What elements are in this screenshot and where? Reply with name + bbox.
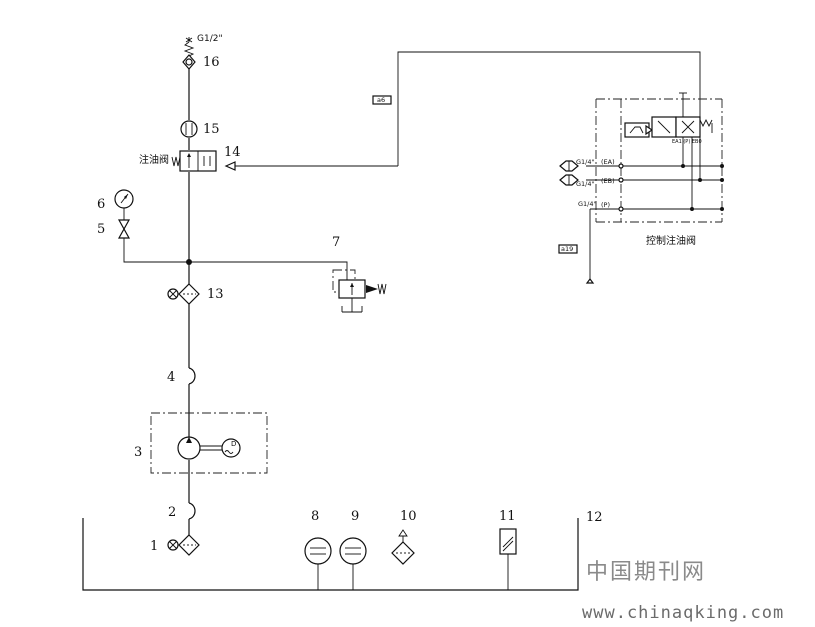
num-6: 6 [97, 197, 105, 212]
num-3: 3 [134, 445, 142, 460]
component-7-relief-valve [332, 269, 387, 313]
component-13-filter [167, 283, 200, 305]
component-9 [339, 537, 367, 590]
line-eb-label: (EB) [601, 177, 615, 185]
num-12: 12 [586, 510, 603, 525]
control-line [397, 51, 701, 166]
port-p-label: G1/4" [578, 200, 597, 208]
control-valve-block: EA1 (P) EB0 [558, 92, 724, 284]
tag-bottom-text: a19 [561, 245, 573, 253]
component-3-pump: D [150, 412, 268, 474]
component-6-gauge [114, 189, 134, 220]
control-valve-label: 控制注油阀 [646, 234, 696, 247]
port-ea-label: G1/4" [576, 158, 595, 166]
num-13: 13 [207, 287, 224, 302]
num-7: 7 [332, 235, 340, 250]
num-1: 1 [150, 539, 158, 554]
component-15-indicator [180, 120, 198, 138]
num-10: 10 [400, 509, 417, 524]
num-15: 15 [203, 122, 220, 137]
line-ea-label: (EA) [601, 158, 615, 166]
num-16: 16 [203, 55, 220, 70]
component-16-breather [182, 37, 196, 70]
num-2: 2 [168, 505, 176, 520]
injection-valve-label: 注油阀 [139, 153, 169, 166]
component-11-level [499, 528, 517, 590]
component-10-breather [391, 529, 415, 565]
line-p-label: (P) [601, 201, 610, 209]
component-2-hose [188, 502, 196, 520]
pipe-to-7 [189, 261, 348, 280]
num-11: 11 [499, 509, 516, 524]
valve-port-labels: EA1 (P) EB0 [672, 139, 702, 145]
component-8 [304, 537, 332, 590]
num-5: 5 [97, 222, 105, 237]
svg-text:D: D [231, 440, 236, 448]
component-12-tank [82, 518, 579, 591]
watermark-cn: 中国期刊网 [586, 560, 707, 585]
component-4-hose [188, 367, 196, 385]
component-5-valve [117, 219, 189, 263]
num-14: 14 [224, 145, 241, 160]
num-9: 9 [351, 509, 359, 524]
num-8: 8 [311, 509, 319, 524]
component-numbers: 1 2 3 4 5 6 7 8 9 10 11 12 13 14 15 16 [97, 55, 603, 554]
tag-top-text: a6 [377, 96, 385, 104]
component-1-filter [167, 534, 200, 556]
num-4: 4 [167, 370, 175, 385]
tag-top [372, 95, 392, 105]
port-eb-label: G1/4" [576, 180, 595, 188]
component-14-injection-valve [171, 150, 398, 172]
watermark-url: www.chinaqking.com [582, 603, 785, 623]
top-port-label: G1/2" [197, 34, 223, 44]
